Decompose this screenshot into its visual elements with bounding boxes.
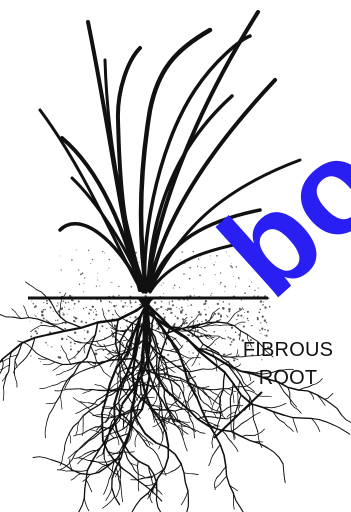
fibrous-root-label: FIBROUS ROOT bbox=[232, 336, 344, 392]
svg-text:boo: boo bbox=[193, 56, 351, 324]
label-line-1: FIBROUS bbox=[232, 336, 344, 364]
watermark-text: boo bbox=[193, 56, 351, 324]
label-line-2: ROOT bbox=[232, 364, 344, 392]
